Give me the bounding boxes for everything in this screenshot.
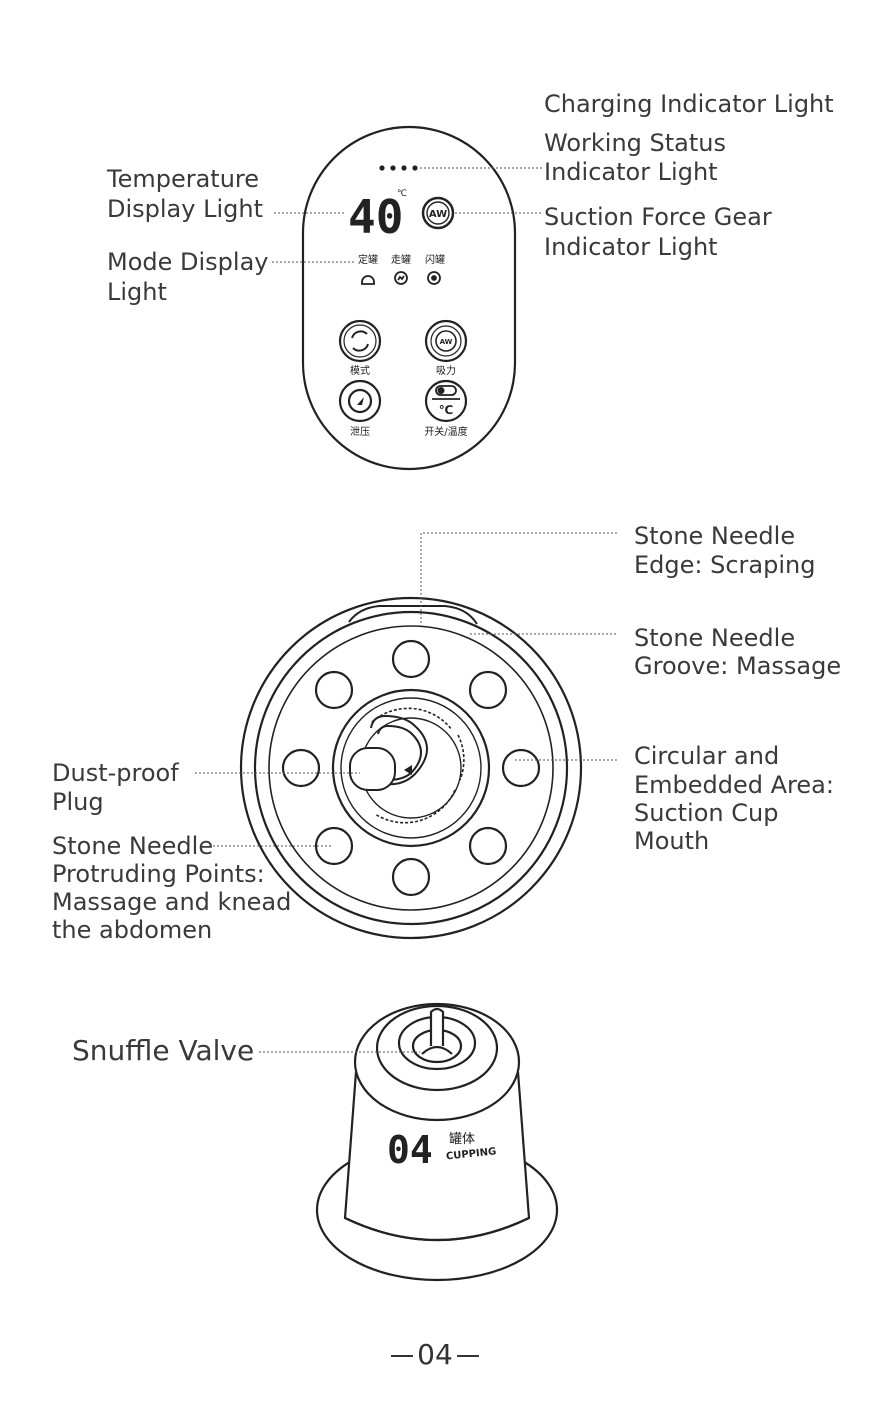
status-indicator-dots	[379, 165, 418, 171]
points-label-line4: the abdomen	[52, 916, 213, 944]
points-label-line2: Protruding Points:	[52, 860, 265, 888]
temperature-label-line1: Temperature	[107, 165, 260, 193]
protruding-points	[281, 639, 541, 897]
cup-number: 04	[387, 1128, 433, 1172]
middle-leader-lines	[195, 532, 617, 847]
control-panel	[301, 125, 517, 471]
suction-button[interactable]	[424, 319, 468, 363]
points-label-line3: Massage and knead	[52, 888, 292, 916]
edge-label-line2: Edge: Scraping	[634, 551, 816, 579]
mode-label-line2: Light	[107, 278, 167, 306]
plug-label-line1: Dust-proof	[52, 759, 179, 787]
mode-label-moving: 走罐	[391, 253, 411, 266]
power-temperature-icon-text: ℃	[439, 403, 454, 417]
groove-label-line2: Groove: Massage	[634, 652, 842, 680]
cup-name-en: CUPPING	[446, 1146, 497, 1162]
working-status-label-line1: Working Status	[544, 129, 726, 157]
gear-badge-text: AW	[429, 209, 447, 220]
page-number-text: 04	[417, 1338, 453, 1371]
dust-proof-plug	[349, 714, 428, 791]
mouth-label-line4: Mouth	[634, 827, 710, 855]
power-temperature-button[interactable]	[424, 379, 468, 423]
temperature-label-line2: Display Light	[107, 195, 263, 223]
mode-label-fixed: 定罐	[358, 253, 378, 266]
mode-moving-icon	[394, 271, 408, 285]
suction-button-label: 吸力	[436, 364, 456, 377]
release-button-label: 泄压	[350, 425, 370, 438]
cup-side-view	[315, 1002, 559, 1282]
temperature-digits: 40	[348, 190, 403, 244]
panel-leader-lines	[272, 167, 543, 263]
page-number: 04	[385, 1338, 485, 1371]
suction-button-badge: AW	[440, 338, 453, 346]
ring-text-marks	[371, 707, 465, 824]
cup-bottom-view	[239, 596, 583, 940]
mode-button-label: 模式	[350, 364, 370, 377]
release-button[interactable]	[338, 379, 382, 423]
charging-light-label: Charging Indicator Light	[544, 90, 834, 118]
cup-name-cn: 罐体	[449, 1132, 475, 1147]
edge-label-line1: Stone Needle	[634, 522, 796, 550]
mode-button[interactable]	[338, 319, 382, 363]
temperature-unit: ℃	[397, 189, 407, 199]
mouth-label-line1: Circular and	[634, 742, 780, 770]
mode-label-line1: Mode Display	[107, 248, 269, 276]
gear-indicator-icon: AW	[421, 196, 455, 230]
working-status-label-line2: Indicator Light	[544, 158, 718, 186]
mode-fixed-icon	[361, 275, 375, 285]
suction-gear-label-line2: Indicator Light	[544, 233, 718, 261]
mode-label-flash: 闪罐	[425, 253, 445, 266]
plug-label-line2: Plug	[52, 788, 104, 816]
groove-label-line1: Stone Needle	[634, 624, 796, 652]
points-label-line1: Stone Needle	[52, 832, 214, 860]
mode-flash-icon	[427, 271, 441, 285]
mouth-label-line2: Embedded Area:	[634, 771, 834, 799]
power-temperature-button-label: 开关/温度	[424, 425, 467, 438]
suction-gear-label-line1: Suction Force Gear	[544, 203, 772, 231]
mouth-label-line3: Suction Cup	[634, 799, 779, 827]
valve-label: Snuffle Valve	[72, 1034, 255, 1067]
